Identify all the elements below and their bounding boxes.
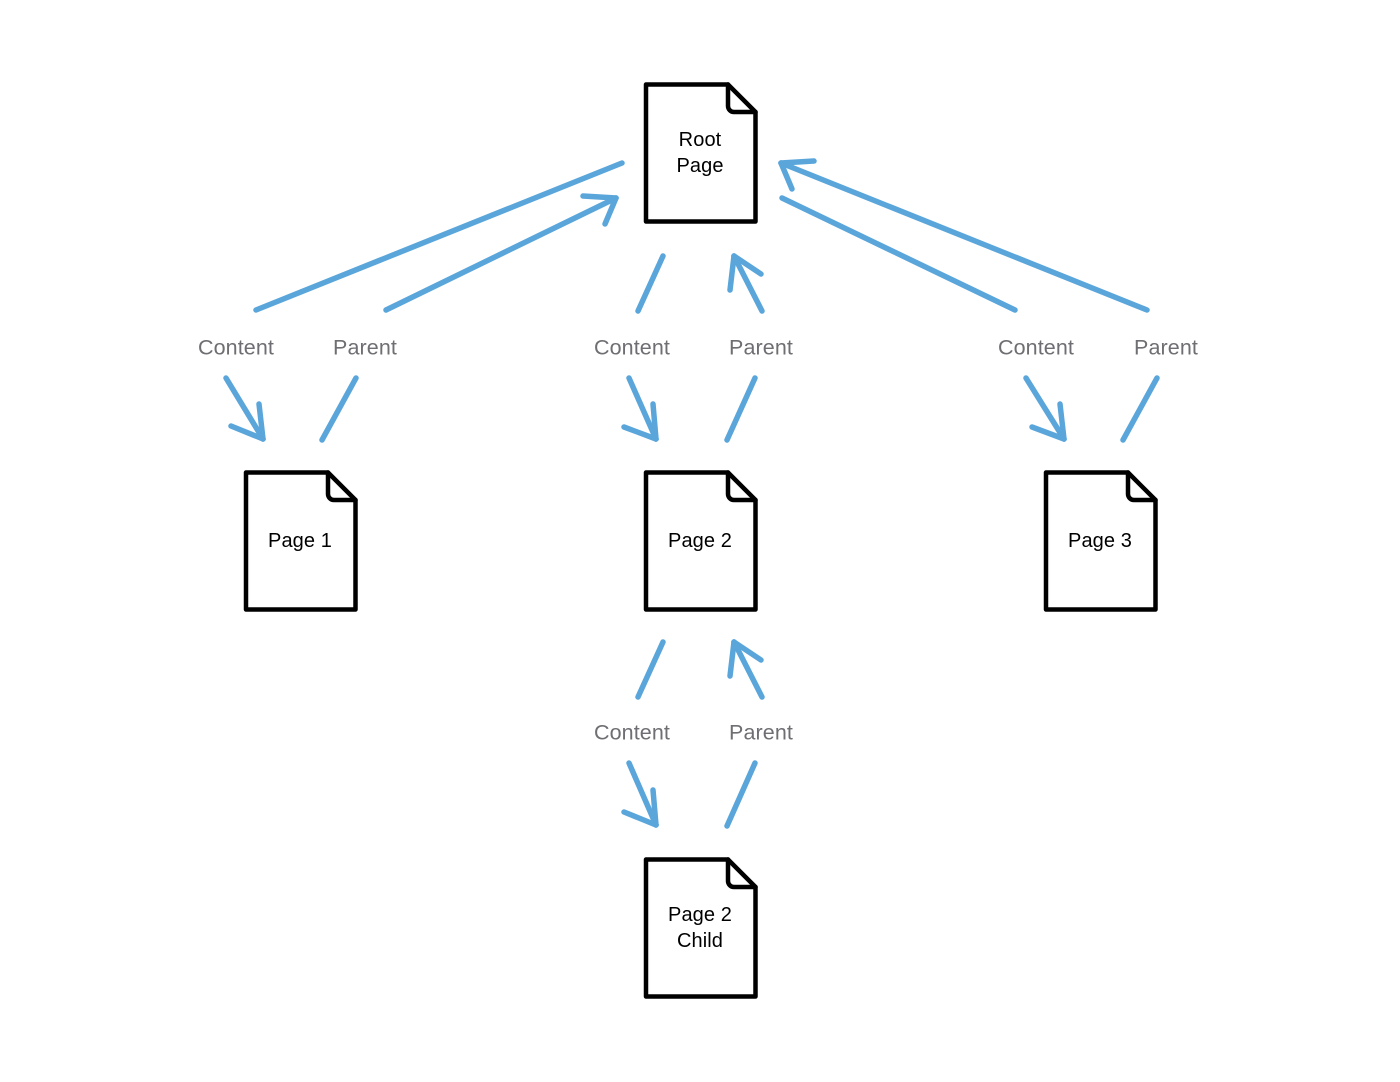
edge-page1-root-parent-upper	[383, 193, 619, 313]
document-icon	[1043, 470, 1158, 612]
document-icon	[643, 82, 758, 224]
node-page-1[interactable]: Page 1	[240, 468, 360, 614]
edge-label-content-page2: Content	[593, 335, 671, 360]
edge-label-content-page1: Content	[197, 335, 275, 360]
document-icon	[643, 857, 758, 999]
edge-root-page3-content-lower	[1023, 375, 1067, 442]
edge-page2-child-content-lower	[621, 760, 659, 828]
document-icon	[643, 470, 758, 612]
edge-label-parent-page2child: Parent	[729, 720, 793, 745]
edge-page2-root-parent-lower	[724, 375, 758, 443]
edge-child-page2-parent-lower	[724, 760, 758, 829]
edge-label-content-page3: Content	[997, 335, 1075, 360]
edge-root-page1-content-upper	[253, 160, 625, 313]
edge-root-page2-content-upper	[635, 253, 666, 314]
node-page-2[interactable]: Page 2	[640, 468, 760, 614]
edge-root-page3-content-upper	[779, 195, 1018, 313]
document-icon	[243, 470, 358, 612]
node-root-page[interactable]: Root Page	[640, 80, 760, 226]
edge-root-page1-content-lower	[223, 375, 266, 442]
edge-label-parent-page2: Parent	[729, 335, 793, 360]
edge-page2-child-content-upper	[635, 639, 666, 700]
edge-child-page2-parent-upper	[727, 639, 765, 700]
node-page-3[interactable]: Page 3	[1040, 468, 1160, 614]
edge-label-parent-page3: Parent	[1134, 335, 1198, 360]
node-page-2-child[interactable]: Page 2 Child	[640, 855, 760, 1001]
edge-page3-root-parent-lower	[1120, 375, 1160, 443]
edge-root-page2-content-lower	[621, 375, 659, 442]
edge-label-content-page2child: Content	[593, 720, 671, 745]
edge-page2-root-parent-upper	[727, 253, 765, 314]
edge-page3-root-parent-upper	[778, 158, 1150, 313]
edge-label-parent-page1: Parent	[333, 335, 397, 360]
edge-page1-root-parent-lower	[319, 375, 359, 443]
